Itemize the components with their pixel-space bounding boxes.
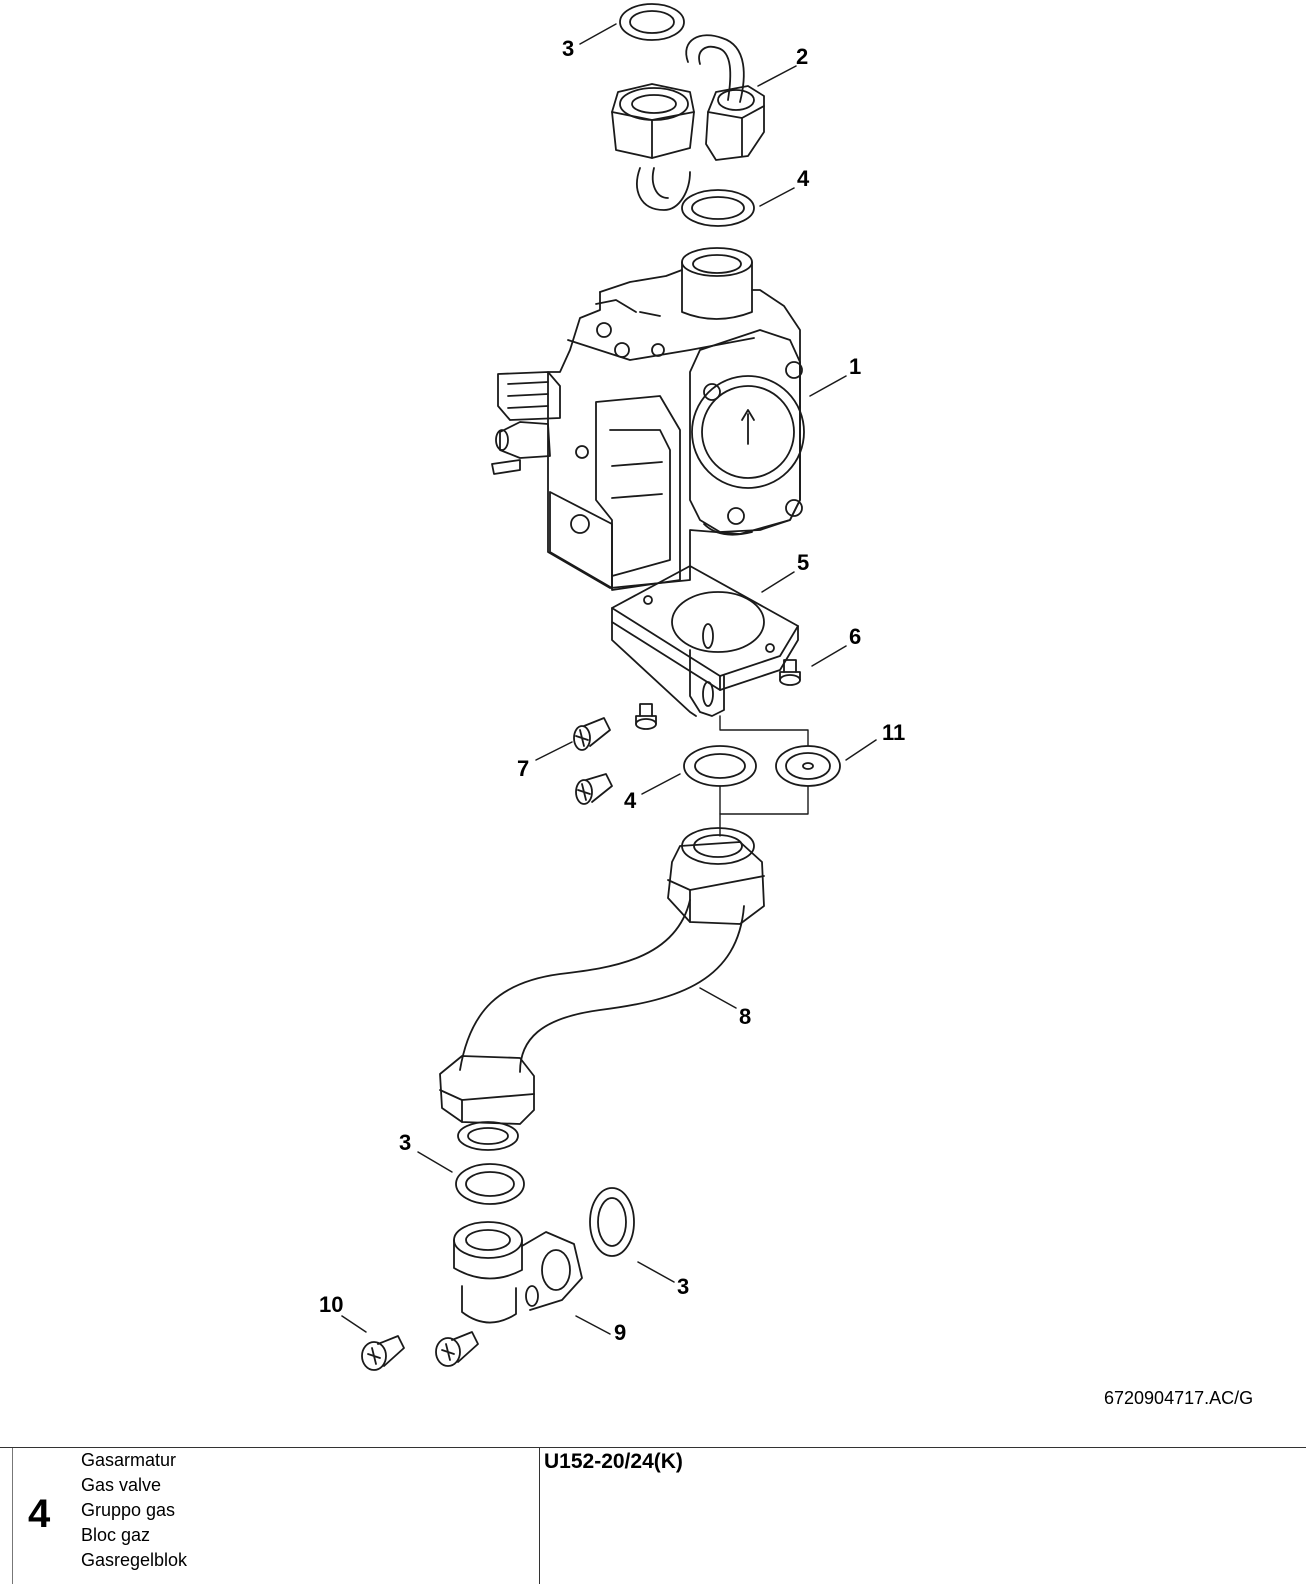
callout-7: 7 [517,756,529,781]
callout-11: 11 [882,720,905,745]
callout-3: 3 [399,1130,411,1155]
title-block: 4 Gasarmatur Gas valve Gruppo gas Bloc g… [0,1447,1306,1584]
callout-labels: 3 2 4 1 5 6 11 7 4 8 3 3 10 9 [319,36,905,1345]
mounting-bracket [611,565,799,717]
callout-4: 4 [797,166,810,191]
name-de: Gasarmatur [81,1450,177,1470]
callout-1: 1 [849,354,861,379]
seal-ring-side [589,1187,635,1257]
name-nl: Gasregelblok [81,1550,188,1570]
s-pipe [439,827,765,1151]
callout-6: 6 [849,624,861,649]
divider [12,1448,13,1584]
callout-3: 3 [677,1274,689,1299]
drawing-reference: 6720904717.AC/G [1104,1388,1254,1408]
gasket-upper [681,189,755,227]
gasket-lower [683,745,757,787]
callout-10: 10 [319,1292,343,1317]
seal-ring-mid [455,1163,525,1205]
name-fr: Bloc gaz [81,1525,151,1545]
callout-9: 9 [614,1320,626,1345]
divider [539,1448,540,1584]
callout-3: 3 [562,36,574,61]
callout-8: 8 [739,1004,751,1029]
screw-small-2 [635,703,657,730]
model-number: U152-20/24(K) [544,1450,683,1473]
gas-valve-body [491,247,805,591]
name-it: Gruppo gas [81,1500,176,1520]
seal-ring-top [619,3,685,41]
elbow-connector [453,1221,583,1324]
page-number: 4 [28,1492,51,1536]
part-names: Gasarmatur Gas valve Gruppo gas Bloc gaz… [81,1448,187,1573]
exploded-parts-diagram: 3 2 4 1 5 6 11 7 4 8 3 3 10 9 [319,3,905,1371]
screw-7b [575,773,613,805]
screw-small [779,659,801,686]
orifice-disc [775,745,841,787]
leader-lines [341,23,877,1335]
screw-7a [573,717,611,751]
callout-5: 5 [797,550,809,575]
u-bend-pipe [611,34,765,211]
callout-2: 2 [796,44,808,69]
screw-10a [361,1335,405,1371]
callout-4: 4 [624,788,637,813]
screw-10b [435,1331,479,1367]
name-en: Gas valve [81,1475,162,1495]
alternative-bracket [719,715,809,837]
